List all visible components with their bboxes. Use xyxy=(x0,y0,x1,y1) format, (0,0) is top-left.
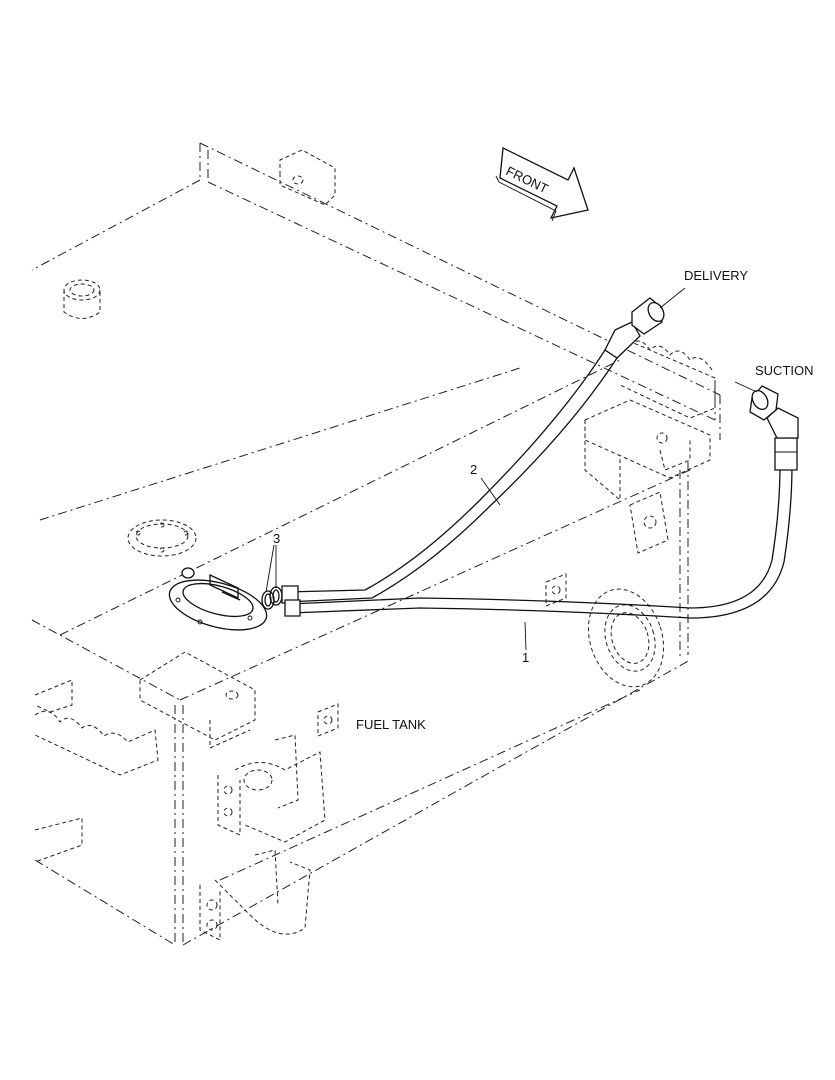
hose-clip xyxy=(545,573,567,607)
side-mount-plate xyxy=(629,491,669,554)
fuel-tank-label: FUEL TANK xyxy=(356,717,426,732)
delivery-label: DELIVERY xyxy=(684,268,748,283)
rear-mounting-lug xyxy=(279,149,336,206)
filler-cap xyxy=(63,279,101,319)
front-strap-bracket-upper xyxy=(217,734,326,843)
suction-label: SUCTION xyxy=(755,363,814,378)
rear-step-bracket xyxy=(584,334,716,502)
callout-o-rings-3: 3 xyxy=(273,531,280,546)
callout-leaders xyxy=(265,287,758,651)
front-step-bracket xyxy=(34,679,159,863)
o-rings xyxy=(261,586,283,610)
fuel-tank-clip xyxy=(317,703,339,737)
side-round-boss xyxy=(587,588,665,688)
callout-hose-2: 2 xyxy=(470,462,477,477)
inspection-plate xyxy=(127,519,197,557)
delivery-hose xyxy=(281,297,665,604)
fuel-tank-outline xyxy=(31,142,721,946)
callout-hose-1: 1 xyxy=(522,650,529,665)
pickup-flange xyxy=(168,567,268,631)
front-mounting-lug xyxy=(139,651,256,749)
front-direction-arrow: FRONT xyxy=(495,147,589,222)
front-strap-bracket-lower xyxy=(199,849,311,941)
suction-hose xyxy=(284,385,799,619)
